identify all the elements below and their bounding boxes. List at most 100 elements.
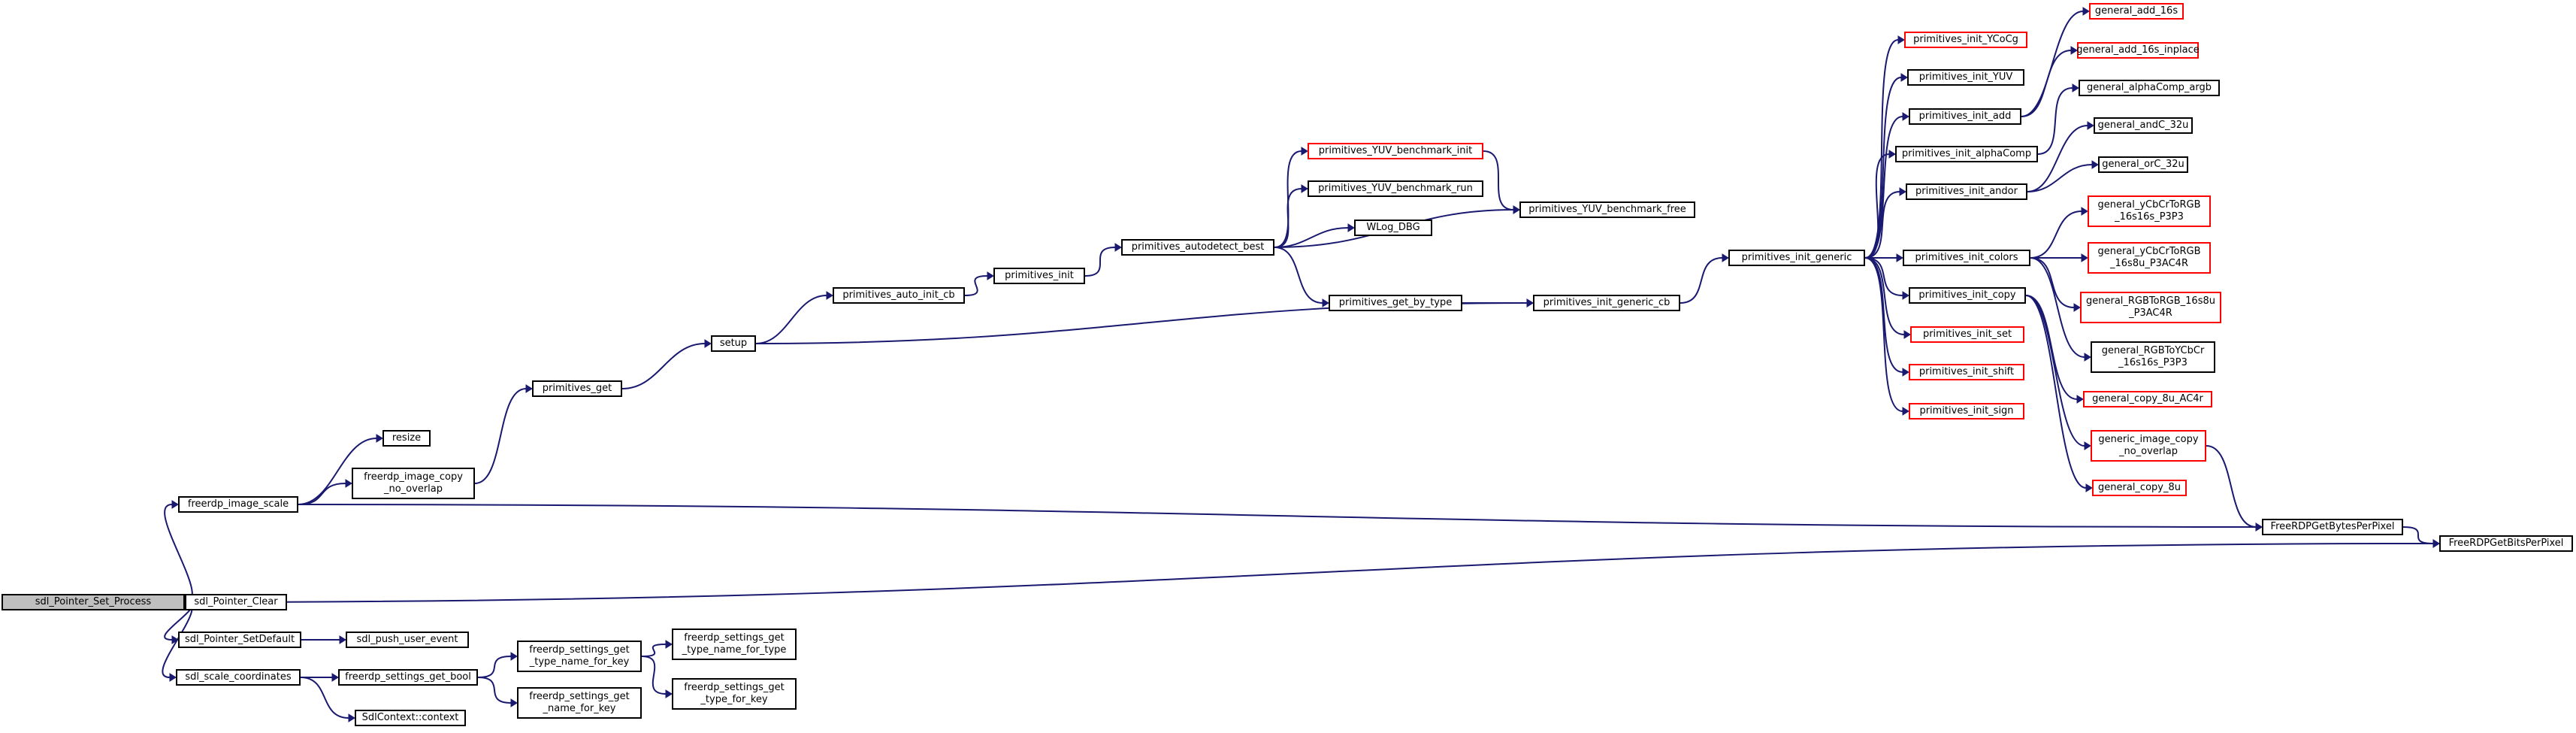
edge-arrowhead: [331, 673, 339, 682]
edge-img-copy-nooverlap-to-prim-get: [474, 388, 527, 484]
edge-arrowhead: [1347, 223, 1355, 232]
edge-arrowhead: [2082, 7, 2090, 16]
node-init-set[interactable]: primitives_init_set: [1910, 326, 2024, 343]
edge-settings-get-bool-to-type-name-for-key: [477, 656, 512, 678]
node-bytes-per-pixel[interactable]: FreeRDPGetBytesPerPixel: [2262, 519, 2403, 535]
edge-settings-get-bool-to-name-for-key: [477, 677, 512, 704]
edge-init-colors-to-ycbcr-p3p3: [2030, 211, 2082, 259]
node-sdlcontext-context[interactable]: SdlContext::context: [355, 710, 466, 726]
node-init-generic[interactable]: primitives_init_generic: [1728, 250, 1865, 266]
edge-arrowhead: [1513, 205, 1520, 214]
node-type-name-for-type[interactable]: freerdp_settings_get _type_name_for_type: [672, 629, 797, 660]
node-auto-init-cb[interactable]: primitives_auto_init_cb: [833, 287, 965, 304]
node-wlog-dbg[interactable]: WLog_DBG: [1354, 220, 1432, 236]
edge-autodetect-best-to-get-by-type: [1274, 247, 1323, 304]
node-rgbtorgb[interactable]: general_RGBToRGB_16s8u _P3AC4R: [2080, 292, 2221, 323]
node-type-for-key[interactable]: freerdp_settings_get _type_for_key: [672, 678, 797, 710]
edge-arrowhead: [2087, 121, 2094, 130]
edge-arrowhead: [1900, 73, 1908, 82]
edge-init-copy-to-copy-8u: [2025, 295, 2087, 489]
node-init-alphacomp[interactable]: primitives_init_alphaComp: [1895, 146, 2038, 162]
edge-arrowhead: [1897, 35, 1905, 44]
edge-init-generic-to-init-copy: [1864, 257, 1903, 296]
node-init-andor[interactable]: primitives_init_andor: [1906, 183, 2027, 200]
edge-arrowhead: [1114, 243, 1122, 252]
node-resize[interactable]: resize: [382, 430, 431, 447]
edge-arrowhead: [826, 291, 833, 300]
node-yuv-bench-run[interactable]: primitives_YUV_benchmark_run: [1308, 180, 1483, 197]
node-ycbcr-p3ac4r[interactable]: general_yCbCrToRGB _16s8u_P3AC4R: [2088, 242, 2211, 274]
node-rgbtoycbcr[interactable]: general_RGBToYCbCr _16s16s_P3P3: [2091, 341, 2215, 373]
edge-arrowhead: [704, 339, 712, 348]
edge-init-generic-to-init-alphacomp: [1864, 153, 1890, 259]
edge-arrowhead: [2085, 483, 2093, 492]
node-push-user-event[interactable]: sdl_push_user_event: [346, 632, 469, 648]
node-ptr-setdefault[interactable]: sdl_Pointer_SetDefault: [178, 632, 301, 648]
edge-arrowhead: [1902, 291, 1909, 300]
node-init-generic-cb[interactable]: primitives_init_generic_cb: [1533, 295, 1680, 311]
node-settings-get-bool[interactable]: freerdp_settings_get_bool: [338, 669, 478, 686]
node-init-sign[interactable]: primitives_init_sign: [1909, 403, 2024, 420]
node-init-add[interactable]: primitives_init_add: [1909, 108, 2021, 125]
node-setup[interactable]: setup: [711, 335, 756, 352]
node-alphacomp-argb[interactable]: general_alphaComp_argb: [2079, 80, 2220, 96]
edge-arrowhead: [348, 713, 355, 722]
edge-arrowhead: [1902, 112, 1909, 121]
node-ptr-clear[interactable]: sdl_Pointer_Clear: [185, 594, 287, 610]
edge-prim-get-to-setup: [621, 343, 706, 389]
node-add-16s-inplace[interactable]: general_add_16s_inplace: [2076, 42, 2200, 59]
node-init-colors[interactable]: primitives_init_colors: [1903, 250, 2030, 266]
edge-arrowhead: [510, 652, 518, 661]
node-prim-init[interactable]: primitives_init: [993, 268, 1085, 284]
node-init-shift[interactable]: primitives_init_shift: [1909, 364, 2024, 380]
edge-arrowhead: [2091, 160, 2099, 169]
node-init-yuv[interactable]: primitives_init_YUV: [1907, 69, 2024, 86]
edge-arrowhead: [510, 698, 518, 707]
edge-arrowhead: [665, 640, 673, 649]
node-add-16s[interactable]: general_add_16s: [2089, 3, 2184, 20]
node-autodetect-best[interactable]: primitives_autodetect_best: [1121, 239, 1274, 256]
node-orc-32u[interactable]: general_orC_32u: [2098, 156, 2188, 173]
node-name-for-key[interactable]: freerdp_settings_get _name_for_key: [517, 687, 642, 719]
edge-init-generic-to-init-shift: [1864, 257, 1903, 373]
edge-arrowhead: [171, 500, 179, 509]
node-bits-per-pixel[interactable]: FreeRDPGetBitsPerPixel: [2439, 535, 2573, 552]
edge-init-colors-to-rgbtoycbcr: [2030, 257, 2085, 358]
edge-init-add-to-add-16s: [2021, 11, 2084, 117]
edge-bytes-per-pixel-to-bits-per-pixel: [2402, 526, 2434, 544]
edge-arrowhead: [345, 479, 352, 488]
node-ycbcr-p3p3[interactable]: general_yCbCrToRGB _16s16s_P3P3: [2088, 195, 2211, 227]
edge-gen-img-copy-to-bytes-per-pixel: [2206, 445, 2257, 528]
edge-setup-to-auto-init-cb: [755, 295, 827, 344]
node-yuv-bench-free[interactable]: primitives_YUV_benchmark_free: [1519, 201, 1695, 218]
edge-image-scale-to-img-copy-nooverlap: [298, 483, 346, 505]
node-init-copy[interactable]: primitives_init_copy: [1909, 287, 2026, 304]
node-scale-coords[interactable]: sdl_scale_coordinates: [176, 669, 301, 686]
edge-arrowhead: [171, 635, 179, 644]
node-type-name-for-key[interactable]: freerdp_settings_get _type_name_for_key: [517, 641, 642, 672]
edge-arrowhead: [665, 689, 673, 698]
edge-arrowhead: [1899, 187, 1906, 196]
edge-init-add-to-add-16s-inplace: [2021, 50, 2072, 117]
edge-arrowhead: [2070, 46, 2078, 55]
edge-arrowhead: [2432, 539, 2440, 548]
node-get-by-type[interactable]: primitives_get_by_type: [1329, 295, 1462, 311]
edge-arrowhead: [1896, 253, 1903, 262]
node-image-scale[interactable]: freerdp_image_scale: [178, 496, 298, 513]
edge-arrowhead: [1722, 253, 1729, 262]
edge-image-scale-to-bytes-per-pixel: [298, 504, 2257, 528]
edge-arrowhead: [2076, 395, 2084, 404]
node-copy-8u[interactable]: general_copy_8u: [2092, 480, 2187, 496]
node-copy-8u-ac4r[interactable]: general_copy_8u_AC4r: [2083, 391, 2212, 407]
node-img-copy-nooverlap[interactable]: freerdp_image_copy _no_overlap: [352, 468, 475, 499]
edge-arrowhead: [2072, 83, 2079, 92]
node-init-ycocg[interactable]: primitives_init_YCoCg: [1904, 32, 2027, 48]
node-yuv-bench-init[interactable]: primitives_YUV_benchmark_init: [1308, 143, 1483, 159]
edge-arrowhead: [2084, 353, 2091, 362]
edge-init-generic-to-init-ycocg: [1864, 39, 1899, 259]
node-prim-get[interactable]: primitives_get: [532, 380, 622, 397]
edge-init-colors-to-rgbtorgb: [2030, 257, 2075, 308]
node-andc-32u[interactable]: general_andC_32u: [2094, 117, 2193, 134]
node-gen-img-copy[interactable]: generic_image_copy _no_overlap: [2091, 430, 2206, 462]
